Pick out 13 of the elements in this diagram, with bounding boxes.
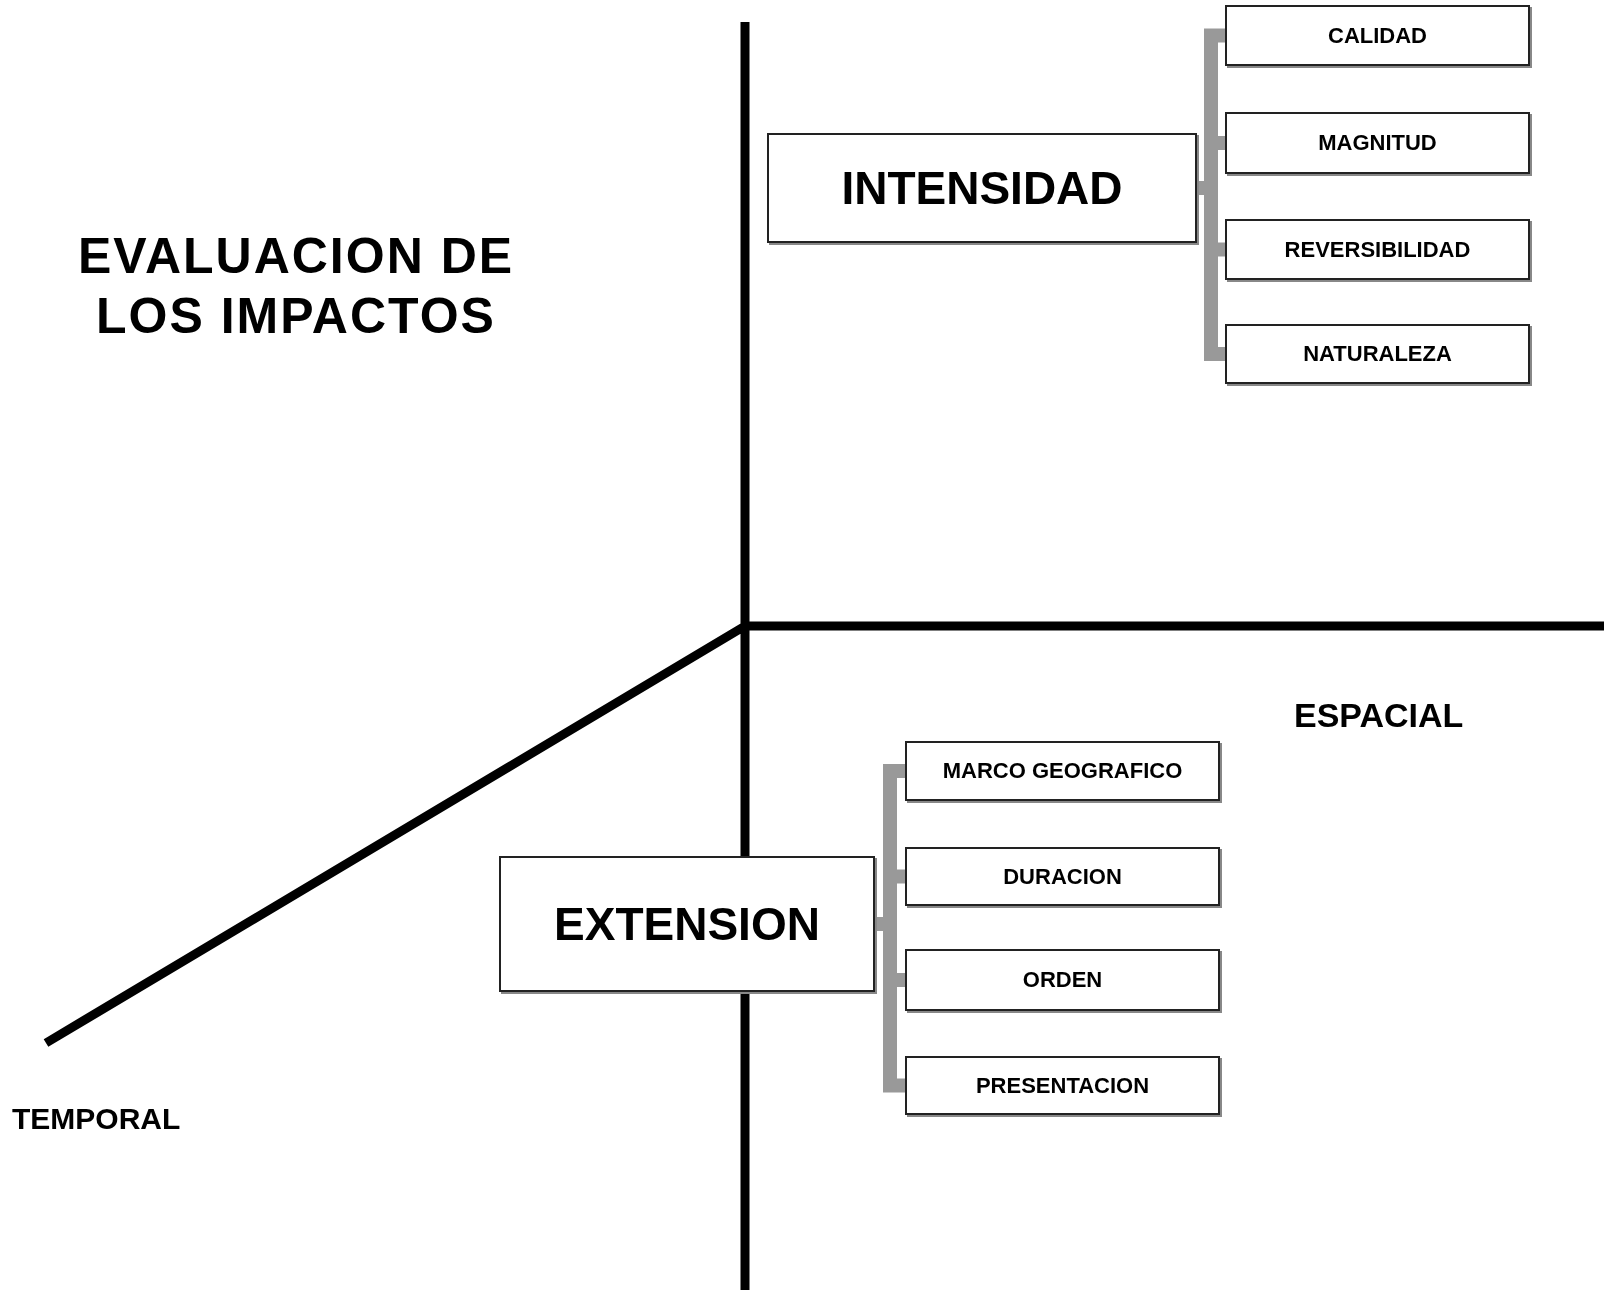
title: EVALUACION DE LOS IMPACTOS bbox=[76, 227, 516, 346]
axis-label: TEMPORAL bbox=[12, 1102, 181, 1136]
criterion-box: CALIDAD bbox=[1225, 5, 1530, 66]
category-box: EXTENSION bbox=[499, 856, 875, 992]
criterion-box: MAGNITUD bbox=[1225, 112, 1530, 174]
criterion-box: DURACION bbox=[905, 847, 1220, 906]
criterion-box: MARCO GEOGRAFICO bbox=[905, 741, 1220, 801]
category-box: INTENSIDAD bbox=[767, 133, 1197, 243]
criterion-box: ORDEN bbox=[905, 949, 1220, 1011]
axis-label: ESPACIAL bbox=[1294, 696, 1464, 735]
criterion-box: NATURALEZA bbox=[1225, 324, 1530, 384]
criterion-box: PRESENTACION bbox=[905, 1056, 1220, 1115]
criterion-box: REVERSIBILIDAD bbox=[1225, 219, 1530, 280]
